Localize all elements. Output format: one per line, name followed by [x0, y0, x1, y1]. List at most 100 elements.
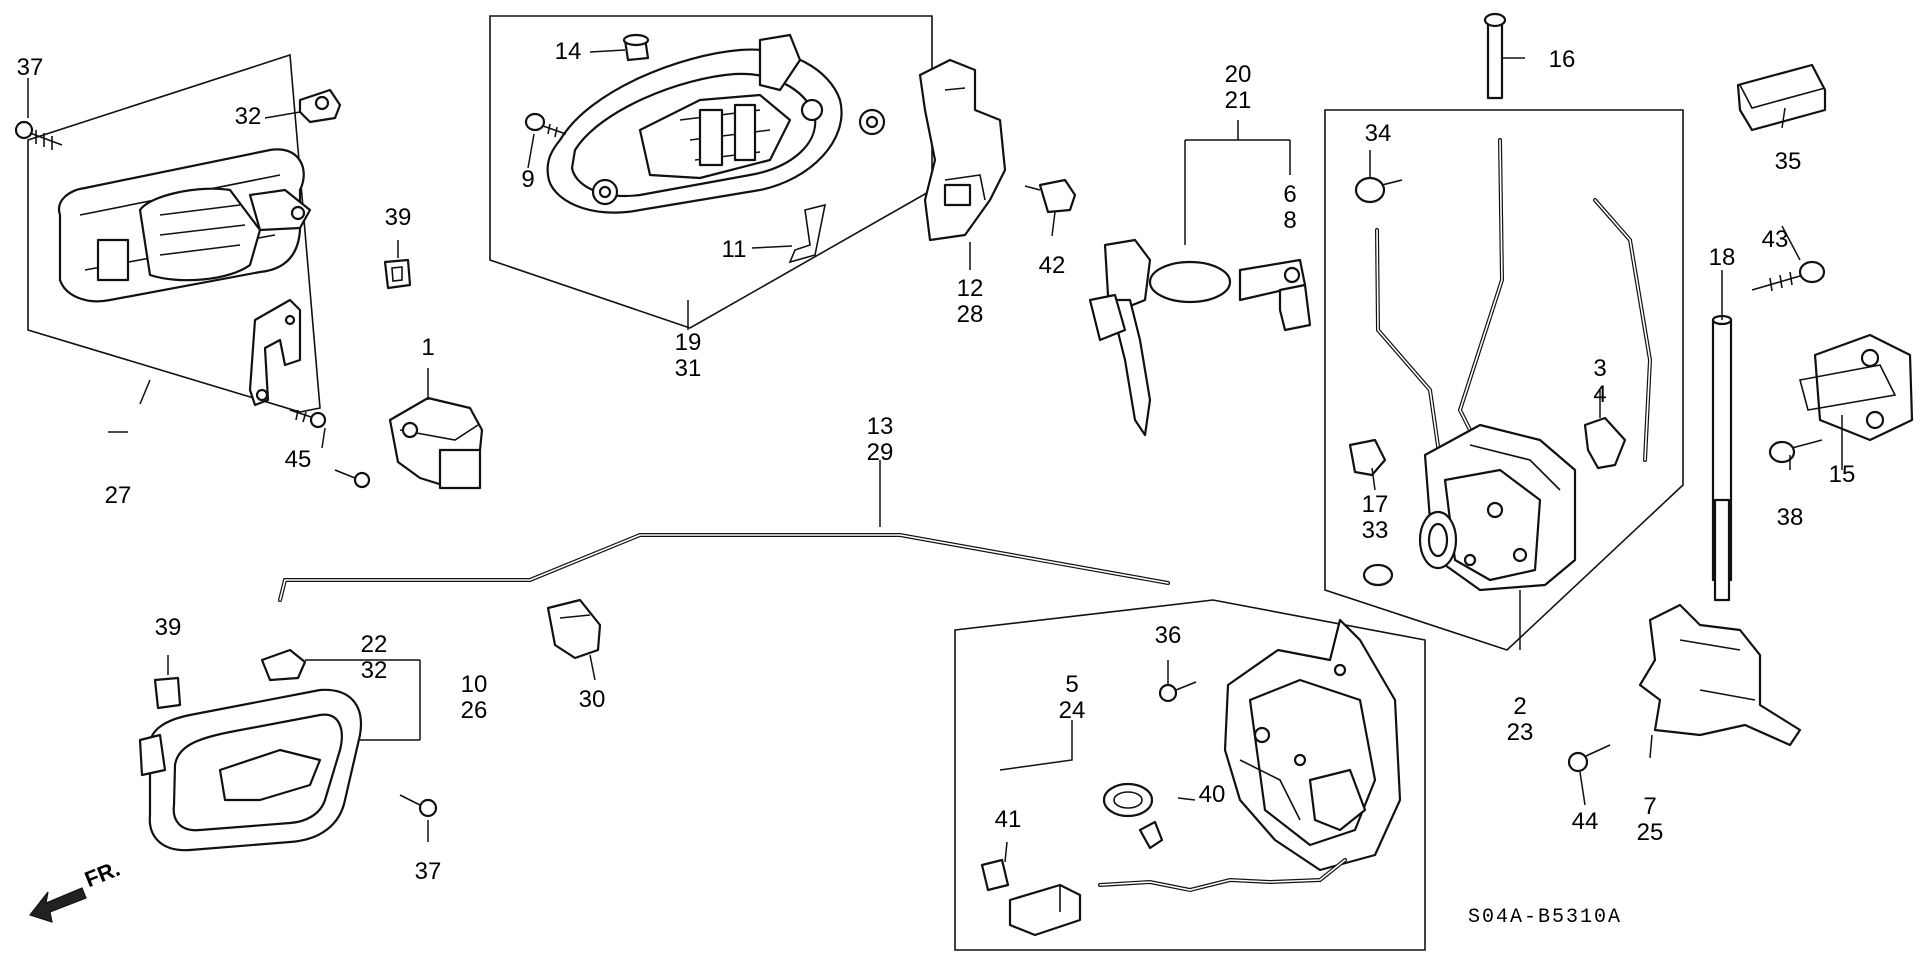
- callout-4: 4: [1593, 381, 1607, 408]
- bolt-38: [1768, 439, 1823, 464]
- callout-16: 16: [1548, 46, 1576, 73]
- bolt-42: [1024, 178, 1077, 214]
- callout-2-23: 2 23: [1507, 694, 1534, 746]
- screw-36: [1158, 681, 1197, 703]
- callout-35: 35: [1774, 148, 1802, 175]
- callout-6: 6: [1283, 181, 1297, 208]
- callout-32-top: 32: [234, 103, 262, 130]
- callout-44: 44: [1571, 808, 1599, 835]
- actuator-wire-harness: [1098, 858, 1347, 893]
- callout-20: 20: [1224, 61, 1252, 88]
- callout-13-29: 13 29: [867, 414, 894, 466]
- callout-10-26: 10 26: [461, 672, 488, 724]
- callout-33: 33: [1361, 517, 1389, 544]
- callout-20-21: 20 21: [1225, 62, 1252, 114]
- callout-24: 24: [1058, 697, 1086, 724]
- inner-handle-housing: [57, 148, 312, 303]
- outer-handle: [546, 33, 886, 214]
- cap-34: [1354, 176, 1403, 204]
- callout-39-bottom: 39: [154, 614, 182, 641]
- callout-18: 18: [1708, 244, 1736, 271]
- callout-9: 9: [521, 166, 535, 193]
- screw-44: [1567, 744, 1611, 773]
- callout-5: 5: [1065, 671, 1079, 698]
- screw-9: [524, 112, 567, 138]
- lock-rod-left: [1375, 228, 1442, 462]
- screw-45: [289, 409, 327, 429]
- clip-30: [546, 598, 602, 660]
- callout-41: 41: [994, 806, 1022, 833]
- callout-5-24: 5 24: [1059, 672, 1086, 724]
- clip-6-8: [1278, 283, 1312, 332]
- lock-rod-center: [1457, 138, 1505, 472]
- frame-inner-handle-assembly: [27, 53, 321, 413]
- callout-29: 29: [866, 439, 894, 466]
- diagram-code: S04A-B5310A: [1468, 906, 1623, 929]
- callout-36: 36: [1154, 622, 1182, 649]
- frame-actuator-assembly: [954, 599, 1426, 951]
- callout-19-31: 19 31: [675, 330, 702, 382]
- callout-38: 38: [1776, 504, 1804, 531]
- callout-12-28: 12 28: [957, 276, 984, 328]
- callout-21: 21: [1224, 87, 1252, 114]
- callout-15: 15: [1828, 461, 1856, 488]
- callout-7: 7: [1643, 793, 1657, 820]
- callout-1: 1: [421, 334, 435, 361]
- callout-7-25: 7 25: [1637, 794, 1664, 846]
- bolt-43: [1751, 260, 1826, 292]
- clip-32-top: [298, 88, 342, 124]
- callout-3-4: 3 4: [1593, 356, 1606, 408]
- callout-3: 3: [1593, 355, 1607, 382]
- clip-41: [980, 858, 1010, 892]
- clip-39-top: [383, 258, 412, 290]
- callout-17-33: 17 33: [1362, 492, 1389, 544]
- callout-32b: 32: [360, 657, 388, 684]
- callout-42: 42: [1038, 252, 1066, 279]
- callout-14: 14: [554, 38, 582, 65]
- pad-35: [1736, 63, 1827, 132]
- spring-clip-11: [788, 203, 827, 264]
- callout-27: 27: [104, 482, 132, 509]
- callout-23: 23: [1506, 719, 1534, 746]
- striker-15: [1799, 333, 1914, 442]
- door-lock-body: [1418, 423, 1577, 592]
- callout-19: 19: [674, 329, 702, 356]
- callout-13: 13: [866, 413, 894, 440]
- clip-22-32: [260, 648, 307, 682]
- leader-lines: [27, 49, 1843, 863]
- cap-14: [622, 33, 650, 62]
- callout-34: 34: [1364, 120, 1392, 147]
- outer-handle-cable: [278, 533, 1170, 602]
- callout-37-top: 37: [16, 54, 44, 81]
- protector-12: [918, 58, 1007, 242]
- clamp-40: [1102, 782, 1164, 850]
- screw-37-top: [14, 120, 63, 150]
- callout-12: 12: [956, 275, 984, 302]
- callout-26: 26: [460, 697, 488, 724]
- callout-17: 17: [1361, 491, 1389, 518]
- key-cylinder: [1103, 238, 1307, 312]
- callout-40: 40: [1198, 781, 1226, 808]
- callout-22: 22: [360, 631, 388, 658]
- callout-2: 2: [1513, 693, 1527, 720]
- rod-16: [1483, 12, 1507, 100]
- door-lock-actuator: [1223, 618, 1402, 872]
- clip-3-4: [1583, 416, 1627, 470]
- callout-39-top: 39: [384, 204, 412, 231]
- inner-handle-bracket: [248, 298, 302, 407]
- callout-11: 11: [721, 236, 747, 263]
- callout-22-32: 22 32: [361, 632, 388, 684]
- frame-door-lock-assembly: [1324, 109, 1684, 651]
- switch-1: [388, 396, 484, 490]
- screw-37-bottom: [399, 794, 438, 818]
- bracket-7-25: [1638, 603, 1802, 747]
- lock-rod-right: [1593, 198, 1653, 462]
- callout-10: 10: [460, 671, 488, 698]
- callout-25: 25: [1636, 819, 1664, 846]
- front-arrow-icon: [28, 887, 87, 923]
- screw-lower-1: [334, 469, 371, 489]
- rod-18: [1711, 314, 1733, 602]
- callout-45: 45: [284, 446, 312, 473]
